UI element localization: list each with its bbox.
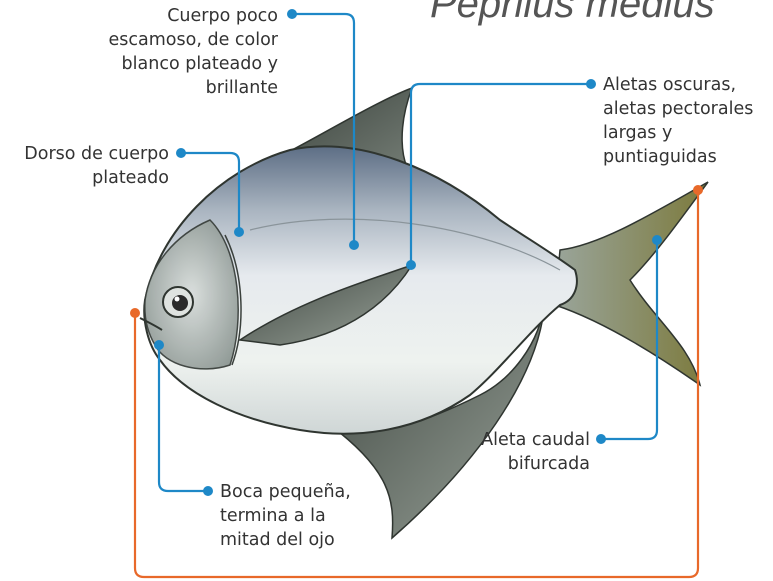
callout-line-cuerpo: [292, 12, 356, 245]
callout-dot-boca: [154, 340, 164, 350]
callout-dot-aletas-label: [586, 79, 596, 89]
callout-line-boca: [157, 345, 208, 493]
label-boca: Boca pequeña, termina a la mitad del ojo: [220, 480, 400, 552]
label-line: puntiaguidas: [603, 147, 717, 167]
label-line: largas y: [603, 123, 673, 143]
callout-dot-dorso: [234, 227, 244, 237]
label-dorso: Dorso de cuerpo plateado: [0, 142, 169, 190]
label-line: Dorso de cuerpo: [24, 144, 169, 164]
length-dot-end: [693, 185, 703, 195]
callout-dot-boca-label: [203, 486, 213, 496]
label-line: mitad del ojo: [220, 530, 335, 550]
caudal-fin: [554, 181, 709, 387]
callout-line-dorso: [181, 151, 241, 232]
label-line: termina a la: [220, 506, 326, 526]
callout-line-caudal: [601, 240, 659, 441]
label-line: escamoso, de color: [108, 30, 278, 50]
species-title: Peprilus medius: [430, 0, 715, 26]
label-line: Aleta caudal: [481, 430, 590, 450]
callout-dot-aletas: [406, 260, 416, 270]
label-line: Cuerpo poco: [167, 6, 278, 26]
pupil: [172, 295, 188, 311]
callout-dot-cuerpo-label: [287, 9, 297, 19]
label-line: plateado: [92, 168, 169, 188]
callout-dot-dorso-label: [176, 148, 186, 158]
callout-line-aletas: [409, 82, 591, 265]
gill-line: [224, 234, 242, 366]
label-line: aletas pectorales: [603, 99, 754, 119]
callout-dot-caudal: [652, 235, 662, 245]
label-line: Boca pequeña,: [220, 482, 351, 502]
callout-dot-cuerpo: [349, 240, 359, 250]
length-bracket: [133, 190, 700, 579]
label-line: brillante: [205, 78, 278, 98]
length-dot-start: [130, 308, 140, 318]
eye-highlight: [174, 296, 180, 302]
label-aletas: Aletas oscuras, aletas pectorales largas…: [603, 73, 773, 169]
label-cuerpo: Cuerpo poco escamoso, de color blanco pl…: [60, 4, 278, 100]
label-line: bifurcada: [507, 454, 590, 474]
callout-dot-caudal-label: [596, 434, 606, 444]
label-caudal: Aleta caudal bifurcada: [440, 428, 590, 476]
mouth: [139, 317, 163, 331]
lateral-line: [249, 218, 561, 271]
label-line: Aletas oscuras,: [603, 75, 737, 95]
label-line: blanco plateado y: [121, 54, 278, 74]
